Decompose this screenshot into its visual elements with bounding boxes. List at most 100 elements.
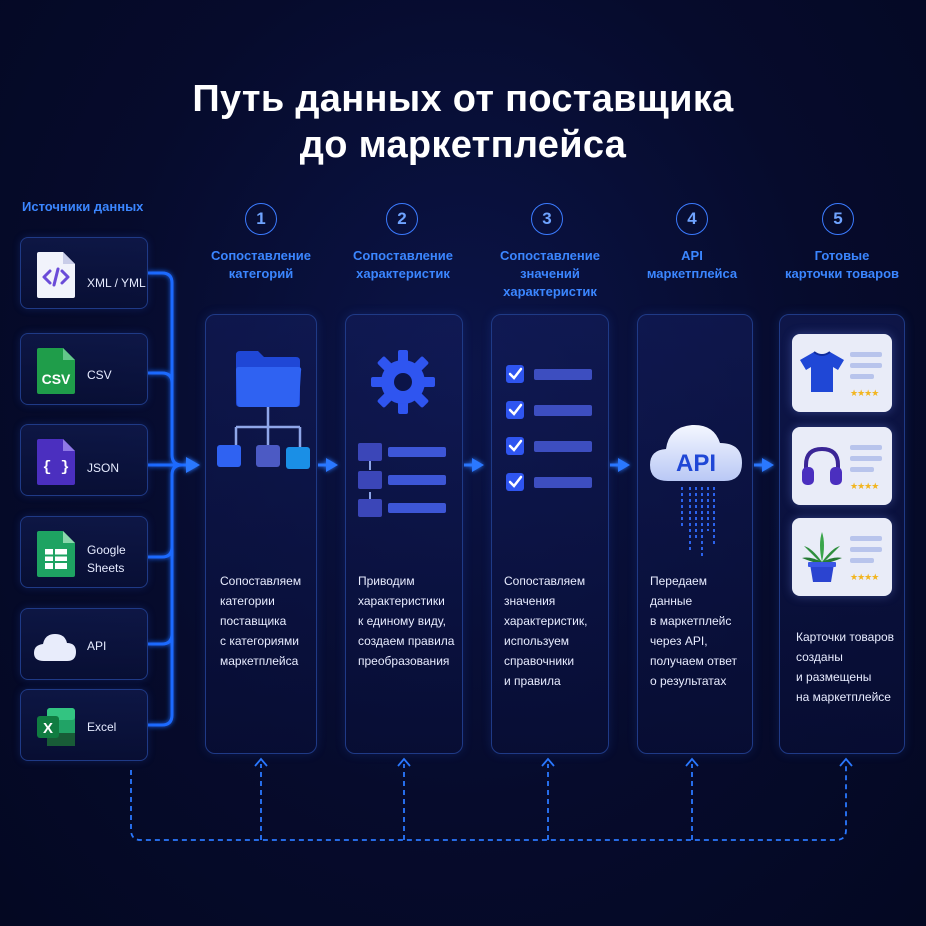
step-3-desc-line: и правила (504, 674, 561, 688)
step-5-desc-line: созданы (796, 650, 843, 664)
step-3-desc-line: значения (504, 594, 556, 608)
page-title-line-1: Путь данных от поставщика (192, 78, 734, 120)
product-line (850, 547, 882, 552)
step-5-title-line: карточки товаров (784, 266, 900, 281)
api-cloud-icon: API (650, 424, 742, 559)
json-badge-text: { } (42, 459, 69, 476)
step-5-title: Готовые карточки товаров (778, 247, 906, 283)
arrow-step4-to-step5 (762, 458, 774, 472)
step-3-number: 3 (531, 203, 563, 235)
step-5-description: Карточки товаров созданы и размещены на … (796, 627, 894, 707)
step-4-desc-line: Передаем данные (650, 574, 707, 608)
step-2-title-line: Сопоставление (353, 248, 453, 263)
arrow-sources-to-step1 (186, 457, 200, 473)
source-label-excel: Excel (87, 720, 117, 734)
source-label-sheets: Sheets (87, 561, 125, 575)
source-merge-lines (148, 271, 195, 727)
product-line (850, 374, 874, 379)
source-card-json: { } JSON (20, 424, 148, 496)
source-card-google-sheets: Google Sheets (20, 516, 148, 588)
step-4-card: API Передаем данные в маркетплейс через … (637, 314, 753, 754)
step-3-card: Сопоставляем значения характеристик, исп… (491, 314, 609, 754)
step-4-description: Передаем данные в маркетплейс через API,… (650, 571, 752, 691)
source-label-google: Google (87, 543, 126, 557)
gear-icon (371, 350, 435, 414)
source-label-json: JSON (87, 461, 120, 475)
step-2-desc-line: к единому виду, (358, 614, 446, 628)
page-title-line-2: до маркетплейса (299, 124, 627, 166)
rating-stars: ★★★★ (850, 572, 879, 582)
excel-icon: X (37, 708, 75, 746)
folder-tree-icon (217, 351, 310, 469)
csv-badge-text: CSV (42, 371, 71, 387)
feedback-loop (130, 764, 847, 841)
step-3-desc-line: Сопоставляем (504, 574, 586, 588)
step-1-description: Сопоставляем категории поставщика с кате… (220, 571, 301, 671)
step-4-title-line: маркетплейса (646, 266, 738, 281)
headphones-icon (802, 446, 842, 485)
tshirt-icon (800, 351, 844, 392)
xml-file-icon (37, 252, 75, 298)
source-card-excel: X Excel (20, 689, 148, 761)
feedback-arrowheads (254, 757, 853, 767)
product-line (850, 558, 874, 563)
source-label-xml: XML / YML (87, 276, 146, 290)
product-card-plant: ★★★★ (792, 518, 892, 596)
step-1-desc-line: с категориями (220, 634, 299, 648)
step-2-title: Сопоставление характеристик (343, 247, 463, 283)
arrow-step1-to-step2 (326, 458, 338, 472)
csv-file-icon: CSV (37, 348, 75, 394)
step-4-desc-line: через API, (650, 634, 708, 648)
source-card-xml: XML / YML (20, 237, 148, 309)
product-line (850, 456, 882, 461)
step-1-desc-line: поставщика (220, 614, 287, 628)
step-4-number: 4 (676, 203, 708, 235)
step-2-card: Приводим характеристики к единому виду, … (345, 314, 463, 754)
product-line (850, 467, 874, 472)
step-1-desc-line: Сопоставляем (220, 574, 302, 588)
step-4-desc-line: о результатах (650, 674, 727, 688)
step-5-title-line: Готовые (814, 248, 870, 263)
step-4-title-line: API (681, 248, 703, 263)
step-5-desc-line: на маркетплейсе (796, 690, 891, 704)
cloud-icon (34, 634, 76, 661)
step-2-desc-line: преобразования (358, 654, 450, 668)
step-3-desc-line: характеристик, (504, 614, 588, 628)
step-5-number: 5 (822, 203, 854, 235)
rating-stars: ★★★★ (850, 388, 879, 398)
step-2-number: 2 (386, 203, 418, 235)
sources-heading: Источники данных (22, 199, 144, 214)
json-file-icon: { } (37, 439, 75, 485)
step-2-desc-line: создаем правила (358, 634, 455, 648)
product-line (850, 536, 882, 541)
step-3-title-line: характеристик (503, 284, 597, 299)
step-1-title: Сопоставление категорий (203, 247, 319, 283)
step-4-title: API маркетплейса (632, 247, 752, 283)
product-card-tshirt: ★★★★ (792, 334, 892, 412)
step-1-desc-line: маркетплейса (220, 654, 299, 668)
source-card-api: API (20, 608, 148, 680)
plant-icon (802, 532, 842, 582)
arrow-step2-to-step3 (472, 458, 484, 472)
checklist-icon (506, 365, 592, 491)
step-2-title-line: характеристик (356, 266, 450, 281)
step-1-card: Сопоставляем категории поставщика с кате… (205, 314, 317, 754)
excel-badge-text: X (43, 720, 53, 737)
step-5-desc-line: Карточки товаров (796, 630, 895, 644)
attribute-list-icon (358, 443, 446, 517)
rating-stars: ★★★★ (850, 481, 879, 491)
step-1-number: 1 (245, 203, 277, 235)
source-label-api: API (87, 639, 107, 653)
step-1-desc-line: категории (220, 594, 275, 608)
step-3-title-line: значений (520, 266, 580, 281)
product-line (850, 363, 882, 368)
step-2-desc-line: Приводим (358, 574, 415, 588)
api-cloud-text: API (676, 450, 716, 477)
step-3-title: Сопоставление значений характеристик (490, 247, 610, 301)
product-line (850, 352, 882, 357)
source-label-csv: CSV (87, 368, 112, 382)
step-3-desc-line: используем (504, 634, 570, 648)
arrow-step3-to-step4 (618, 458, 630, 472)
